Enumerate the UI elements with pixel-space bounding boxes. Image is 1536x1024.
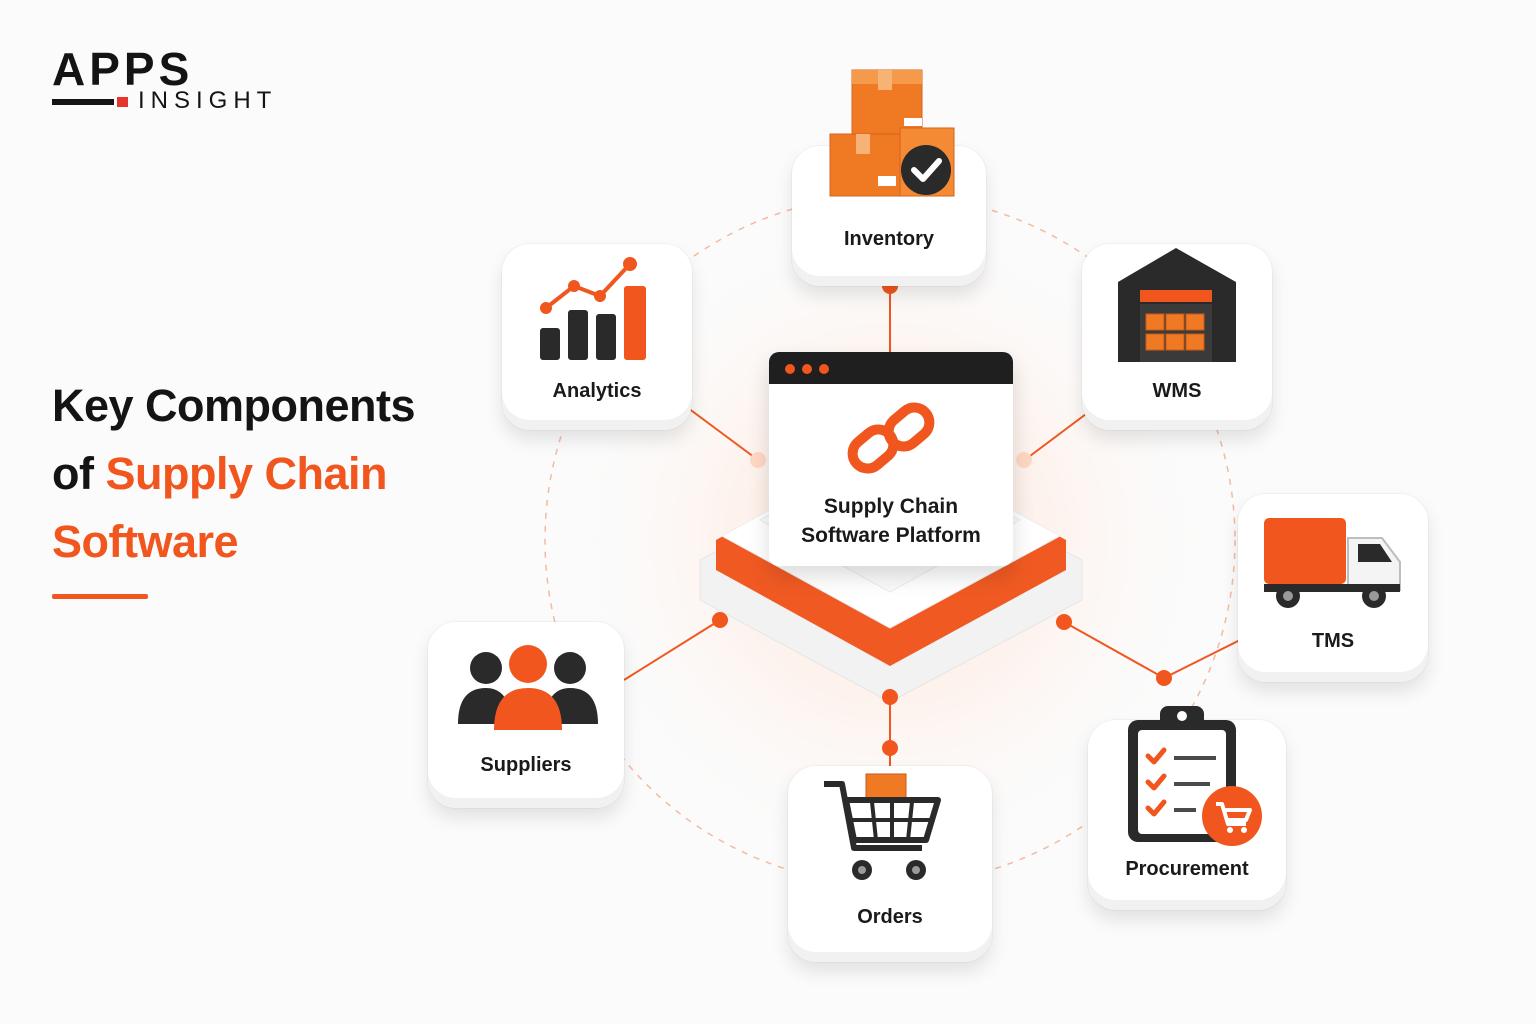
tms-label: TMS (1311, 630, 1355, 652)
title-line-3: Software (52, 516, 239, 567)
node-suppliers (712, 612, 728, 628)
node-wms (1016, 452, 1032, 468)
clipboard-checklist-cart-icon (1128, 706, 1262, 846)
platform-window: Supply Chain Software Platform (769, 352, 1013, 566)
window-titlebar (769, 352, 1013, 384)
connector-wms (1021, 413, 1087, 463)
orders-label: Orders (857, 906, 923, 928)
node-tms-inner (1056, 614, 1072, 630)
window-dot-1 (785, 364, 795, 374)
connector-analytics (687, 407, 759, 461)
suppliers-label: Suppliers (480, 754, 572, 776)
window-dot-2 (802, 364, 812, 374)
analytics-label: Analytics (552, 380, 642, 402)
title-underline (52, 594, 148, 599)
logo-underline (52, 99, 114, 105)
node-tms-outer (1156, 670, 1172, 686)
procurement-label: Procurement (1125, 858, 1249, 880)
title-line-1: Key Components (52, 380, 416, 431)
node-orders-outer (882, 740, 898, 756)
shopping-cart-icon (824, 773, 941, 880)
page-title: Key Components of Supply Chain Software (52, 372, 472, 576)
node-orders-inner (882, 689, 898, 705)
chain-link-icon (847, 402, 935, 474)
logo-wordmark: APPS (52, 43, 194, 95)
title-line-2: of Supply Chain (52, 448, 387, 499)
inventory-label: Inventory (843, 228, 935, 250)
logo-subtitle: INSIGHT (138, 87, 278, 114)
wms-label: WMS (1152, 380, 1202, 402)
platform-label: Supply Chain Software Platform (801, 495, 981, 547)
warehouse-icon (1118, 248, 1236, 362)
boxes-check-icon (829, 69, 955, 197)
truck-icon (1264, 518, 1401, 608)
logo-red-square (117, 97, 128, 107)
people-group-icon (458, 645, 598, 730)
window-dot-3 (819, 364, 829, 374)
bar-chart-trend-icon (540, 257, 646, 360)
connector-suppliers (623, 619, 721, 681)
node-analytics (750, 452, 766, 468)
title-accent-1: Supply Chain (105, 448, 387, 499)
